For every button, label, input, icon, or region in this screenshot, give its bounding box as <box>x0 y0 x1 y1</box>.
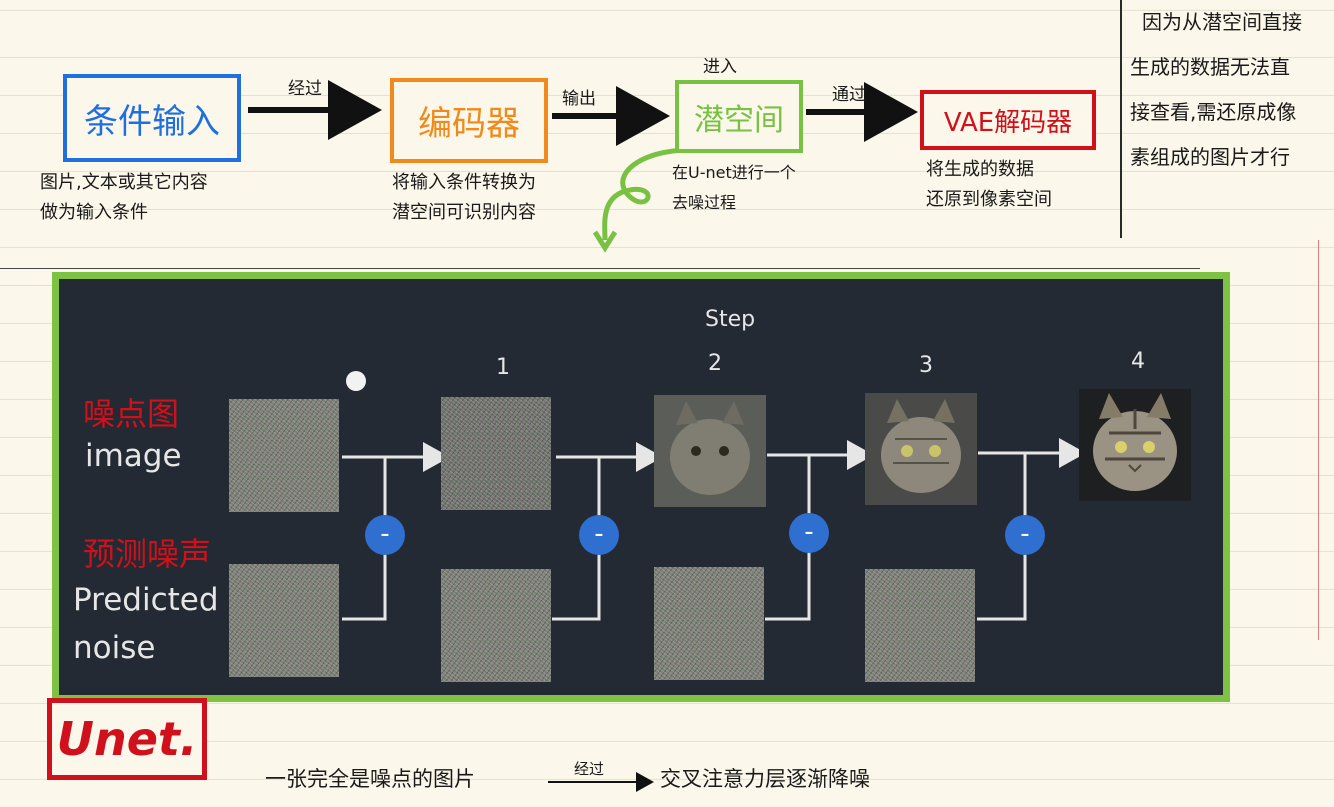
step-number: 3 <box>919 353 933 378</box>
vae-caption: 将生成的数据 还原到像素空间 <box>926 155 1052 215</box>
bottom-note-right: 交叉注意力层逐渐降噪 <box>660 767 870 791</box>
input-caption-line: 做为输入条件 <box>40 202 148 223</box>
latent-caption-line: 在U-net进行一个 <box>672 163 796 182</box>
encoder-caption-line: 潜空间可识别内容 <box>392 202 536 223</box>
step-number: 1 <box>496 355 510 380</box>
cat-image <box>865 393 977 505</box>
unet-denoise-panel: Step 1 2 3 4 噪点图 image 预测噪声 Predicted no… <box>52 272 1230 702</box>
noise-row-label-en: Predicted noise <box>73 576 219 672</box>
step-number: 4 <box>1131 349 1145 374</box>
image-row-label-en: image <box>85 438 182 474</box>
vae-caption-line: 将生成的数据 <box>926 159 1034 180</box>
noise-row-label-cn: 预测噪声 <box>83 535 212 573</box>
latent-space-label: 潜空间 <box>694 102 784 138</box>
noise-row-label-line: noise <box>73 630 156 666</box>
input-caption-line: 图片,文本或其它内容 <box>40 172 208 193</box>
noise-image <box>229 399 339 512</box>
side-note-line: 素组成的图片才行 <box>1130 145 1290 169</box>
bottom-note-left: 一张完全是噪点的图片 <box>265 767 475 791</box>
latent-space-box: 潜空间 <box>675 80 803 153</box>
side-note-line: 因为从潜空间直接 <box>1142 10 1302 34</box>
minus-operator-icon: - <box>579 515 619 555</box>
predicted-noise-image <box>229 564 339 677</box>
vae-caption-line: 还原到像素空间 <box>926 189 1052 210</box>
curly-arrow-head <box>592 230 618 253</box>
image-row-label-cn: 噪点图 <box>83 395 180 433</box>
side-note-line: 生成的数据无法直 <box>1130 55 1290 79</box>
vae-decoder-box: VAE解码器 <box>920 90 1096 150</box>
step-number: 2 <box>708 351 722 376</box>
arrow-label-enter: 进入 <box>703 57 737 77</box>
encoder-box: 编码器 <box>390 78 548 163</box>
curly-arrow-to-unet <box>602 147 691 241</box>
side-note-line: 接查看,需还原成像 <box>1130 100 1297 124</box>
condition-input-label: 条件输入 <box>84 101 220 142</box>
latent-caption: 在U-net进行一个 去噪过程 <box>672 158 796 218</box>
margin-line <box>1318 240 1319 640</box>
vae-decoder-label: VAE解码器 <box>943 107 1073 138</box>
encoder-caption-line: 将输入条件转换为 <box>392 172 536 193</box>
condition-input-box: 条件输入 <box>63 74 241 162</box>
minus-operator-icon: - <box>1005 515 1045 555</box>
unet-label-box: Unet. <box>47 698 207 780</box>
cat-image <box>654 395 766 507</box>
encoder-caption: 将输入条件转换为 潜空间可识别内容 <box>392 168 536 228</box>
step-title: Step <box>705 307 756 332</box>
arrow-label-via: 经过 <box>288 79 322 99</box>
predicted-noise-image <box>865 569 975 682</box>
noisy-cat-image <box>441 397 551 510</box>
minus-operator-icon: - <box>789 513 829 553</box>
arrow-label-output: 输出 <box>562 89 596 109</box>
unet-label: Unet. <box>56 712 198 766</box>
side-note: 因为从潜空间直接 生成的数据无法直 接查看,需还原成像 素组成的图片才行 <box>1130 0 1302 180</box>
noise-row-label-line: Predicted <box>73 582 219 618</box>
start-dot <box>346 371 366 391</box>
predicted-noise-image <box>654 567 764 680</box>
input-caption: 图片,文本或其它内容 做为输入条件 <box>40 168 208 228</box>
step-connectors <box>342 438 1086 621</box>
arrow-label-through: 通过 <box>832 85 866 105</box>
section-divider <box>0 268 1200 269</box>
predicted-noise-image <box>441 569 551 682</box>
latent-caption-line: 去噪过程 <box>672 193 737 212</box>
encoder-label: 编码器 <box>418 104 520 144</box>
side-note-divider <box>1120 0 1122 238</box>
cat-image <box>1079 389 1191 501</box>
bottom-note-middle: 经过 <box>574 760 605 778</box>
minus-operator-icon: - <box>365 515 405 555</box>
